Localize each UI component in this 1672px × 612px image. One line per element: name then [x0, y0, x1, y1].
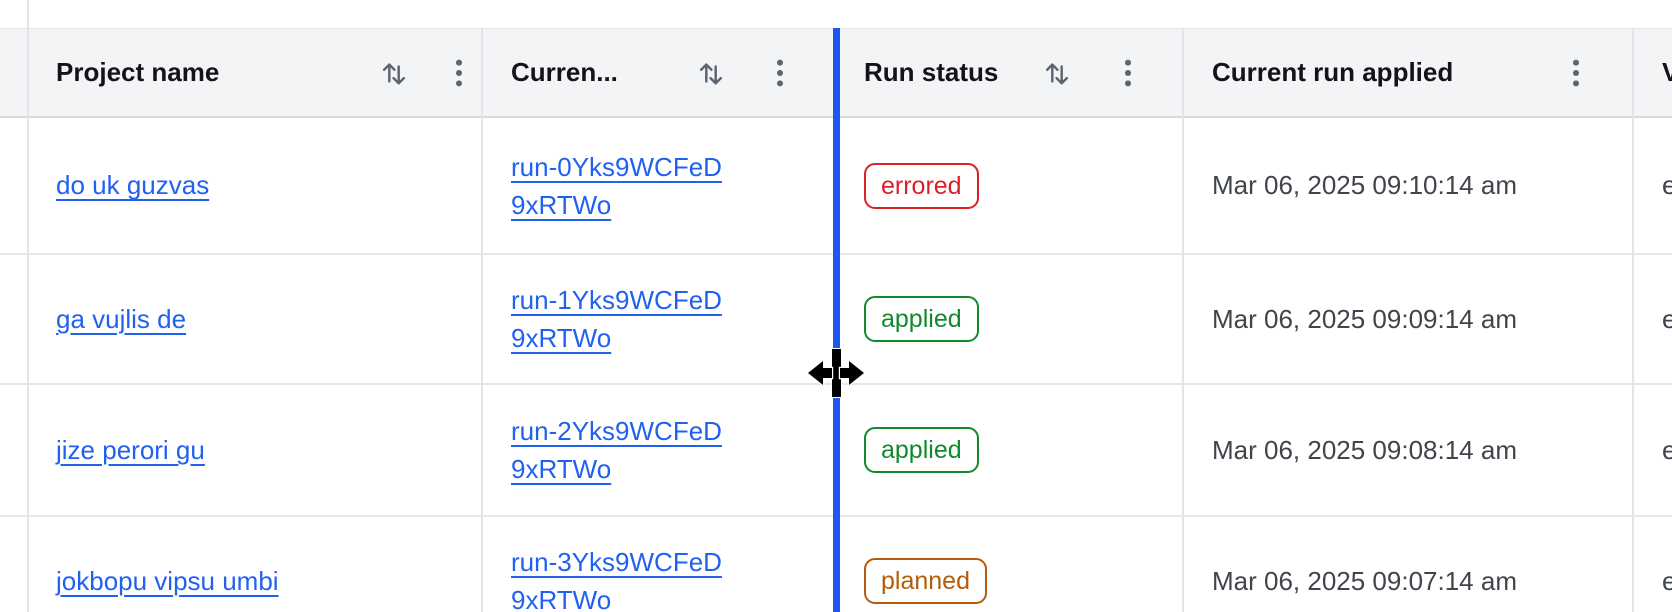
project-link[interactable]: ga vujlis de [56, 303, 187, 334]
row-stub-cell [0, 385, 28, 515]
run-link-wrap[interactable]: 9xRTWo [511, 189, 612, 220]
column-header-clipped: V [1634, 29, 1672, 116]
project-link[interactable]: jize perori gu [56, 434, 205, 465]
project-link[interactable]: jokbopu vipsu umbi [56, 565, 279, 596]
column-menu-kebab-icon[interactable] [453, 57, 465, 89]
column-border [1632, 28, 1634, 612]
column-border [1182, 28, 1184, 612]
applied-timestamp: Mar 06, 2025 09:07:14 am [1212, 565, 1517, 596]
clipped-cell-text: e [1662, 434, 1672, 465]
sort-icon[interactable] [379, 57, 409, 89]
clipped-cell-text: e [1662, 565, 1672, 596]
row-stub-cell [0, 118, 28, 253]
run-status-badge: planned [864, 558, 987, 604]
column-header-current-run: Curren... [483, 29, 836, 116]
run-link-wrap[interactable]: 9xRTWo [511, 323, 612, 353]
column-menu-kebab-icon[interactable] [1570, 57, 1582, 89]
sort-icon[interactable] [1042, 57, 1072, 89]
column-title: V [1662, 57, 1672, 87]
column-title: Project name [56, 57, 220, 87]
run-link[interactable]: run-2Yks9WCFeD [511, 416, 722, 446]
run-link[interactable]: run-3Yks9WCFeD [511, 547, 722, 577]
run-link[interactable]: run-1Yks9WCFeD [511, 285, 722, 315]
row-stub-cell [0, 517, 28, 612]
applied-timestamp: Mar 06, 2025 09:10:14 am [1212, 170, 1517, 200]
run-status-badge: applied [864, 296, 979, 342]
column-title: Run status [864, 57, 999, 87]
sort-icon[interactable] [696, 57, 726, 89]
column-resize-indicator[interactable] [833, 28, 840, 612]
column-menu-kebab-icon[interactable] [1122, 57, 1134, 89]
run-status-badge: applied [864, 427, 979, 473]
column-menu-kebab-icon[interactable] [774, 57, 786, 89]
column-header-project-name: Project name [28, 29, 483, 116]
applied-timestamp: Mar 06, 2025 09:09:14 am [1212, 303, 1517, 334]
column-border [27, 0, 29, 612]
column-title: Current run applied [1212, 57, 1454, 87]
clipped-cell-text: e [1662, 303, 1672, 334]
applied-timestamp: Mar 06, 2025 09:08:14 am [1212, 434, 1517, 465]
row-stub-cell [0, 255, 28, 383]
column-title: Curren... [511, 57, 618, 87]
run-link[interactable]: run-0Yks9WCFeD [511, 151, 722, 182]
header-stub-cell [0, 29, 28, 116]
project-link[interactable]: do uk guzvas [56, 170, 210, 200]
run-status-badge: errored [864, 162, 979, 209]
run-link-wrap[interactable]: 9xRTWo [511, 454, 612, 484]
run-link-wrap[interactable]: 9xRTWo [511, 585, 612, 612]
column-header-run-status: Run status [836, 29, 1184, 116]
column-border [481, 28, 483, 612]
clipped-cell-text: e [1662, 170, 1672, 200]
column-header-current-run-applied: Current run applied [1184, 29, 1634, 116]
